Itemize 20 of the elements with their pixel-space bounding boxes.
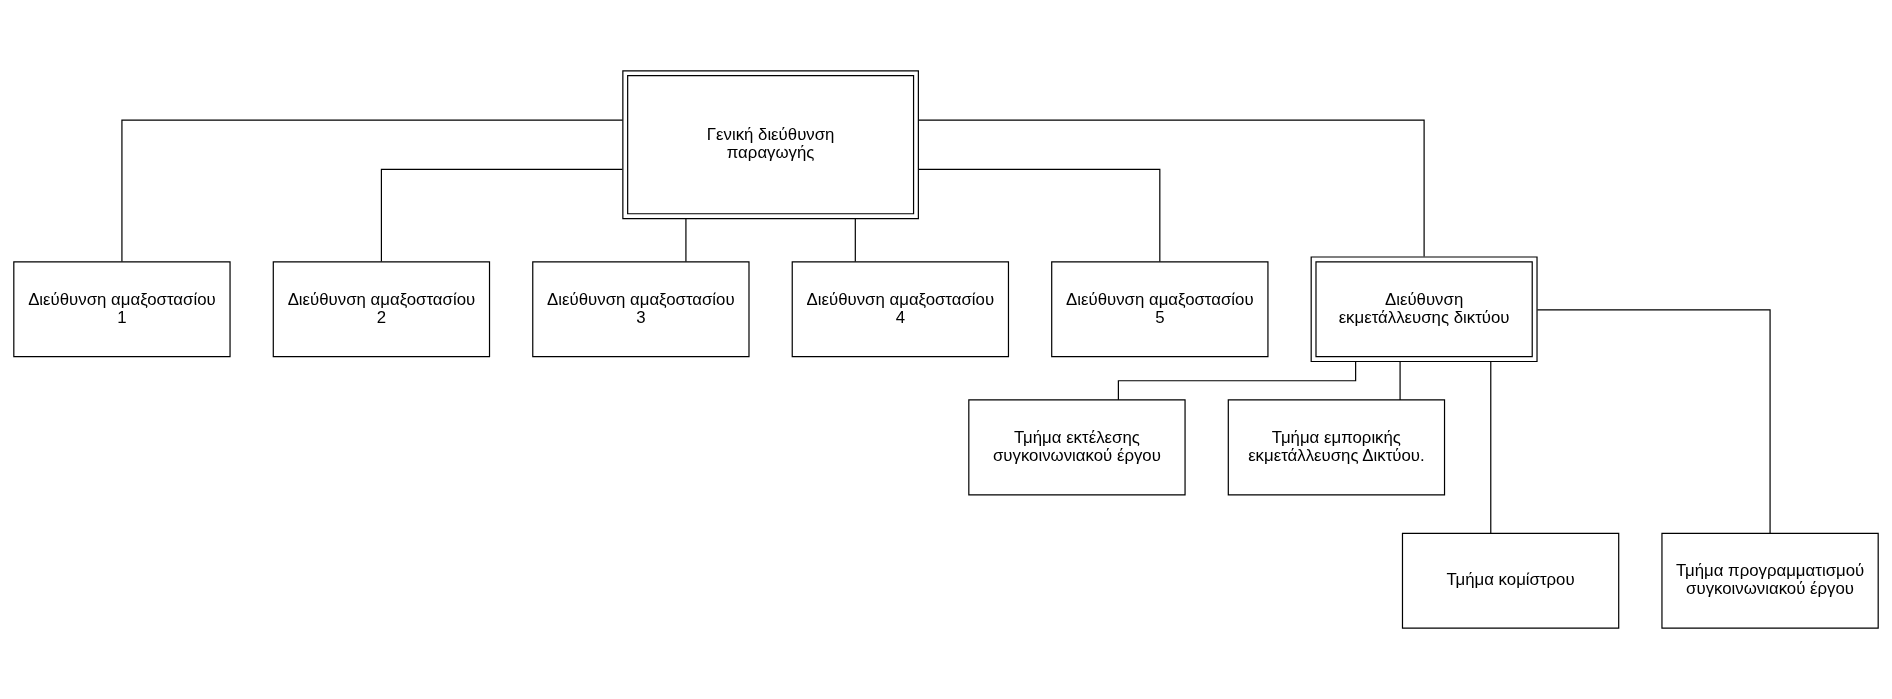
connector [917, 119, 1425, 258]
connector [854, 218, 856, 263]
node-box: Διεύθυνση εκμετάλλευσης δικτύου [1310, 256, 1538, 363]
node-box: Διεύθυνση αμαξοστασίου 2 [272, 261, 491, 358]
connector [1536, 309, 1771, 534]
connector [121, 119, 624, 263]
node-box: Διεύθυνση αμαξοστασίου 1 [13, 261, 231, 358]
node-box: Τμήμα προγραμματισμού συγκοινωνιακού έργου [1661, 532, 1879, 629]
node-box: Διεύθυνση αμαξοστασίου 4 [791, 261, 1010, 358]
connector [1399, 361, 1401, 401]
node-box: Διεύθυνση αμαξοστασίου 5 [1051, 261, 1269, 358]
connector [380, 168, 623, 263]
node-box: Τμήμα εκτέλεσης συγκοινωνιακού έργου [968, 399, 1186, 496]
connector [1490, 361, 1492, 534]
node-box: Τμήμα εμπορικής εκμετάλλευσης Δικτύου. [1227, 399, 1446, 496]
connector [685, 218, 687, 263]
node-box: Τμήμα κομίστρου [1401, 532, 1620, 629]
node-box: Γενική διεύθυνση παραγωγής [622, 70, 919, 220]
connector [918, 168, 1161, 263]
node-box: Διεύθυνση αμαξοστασίου 3 [532, 261, 750, 358]
